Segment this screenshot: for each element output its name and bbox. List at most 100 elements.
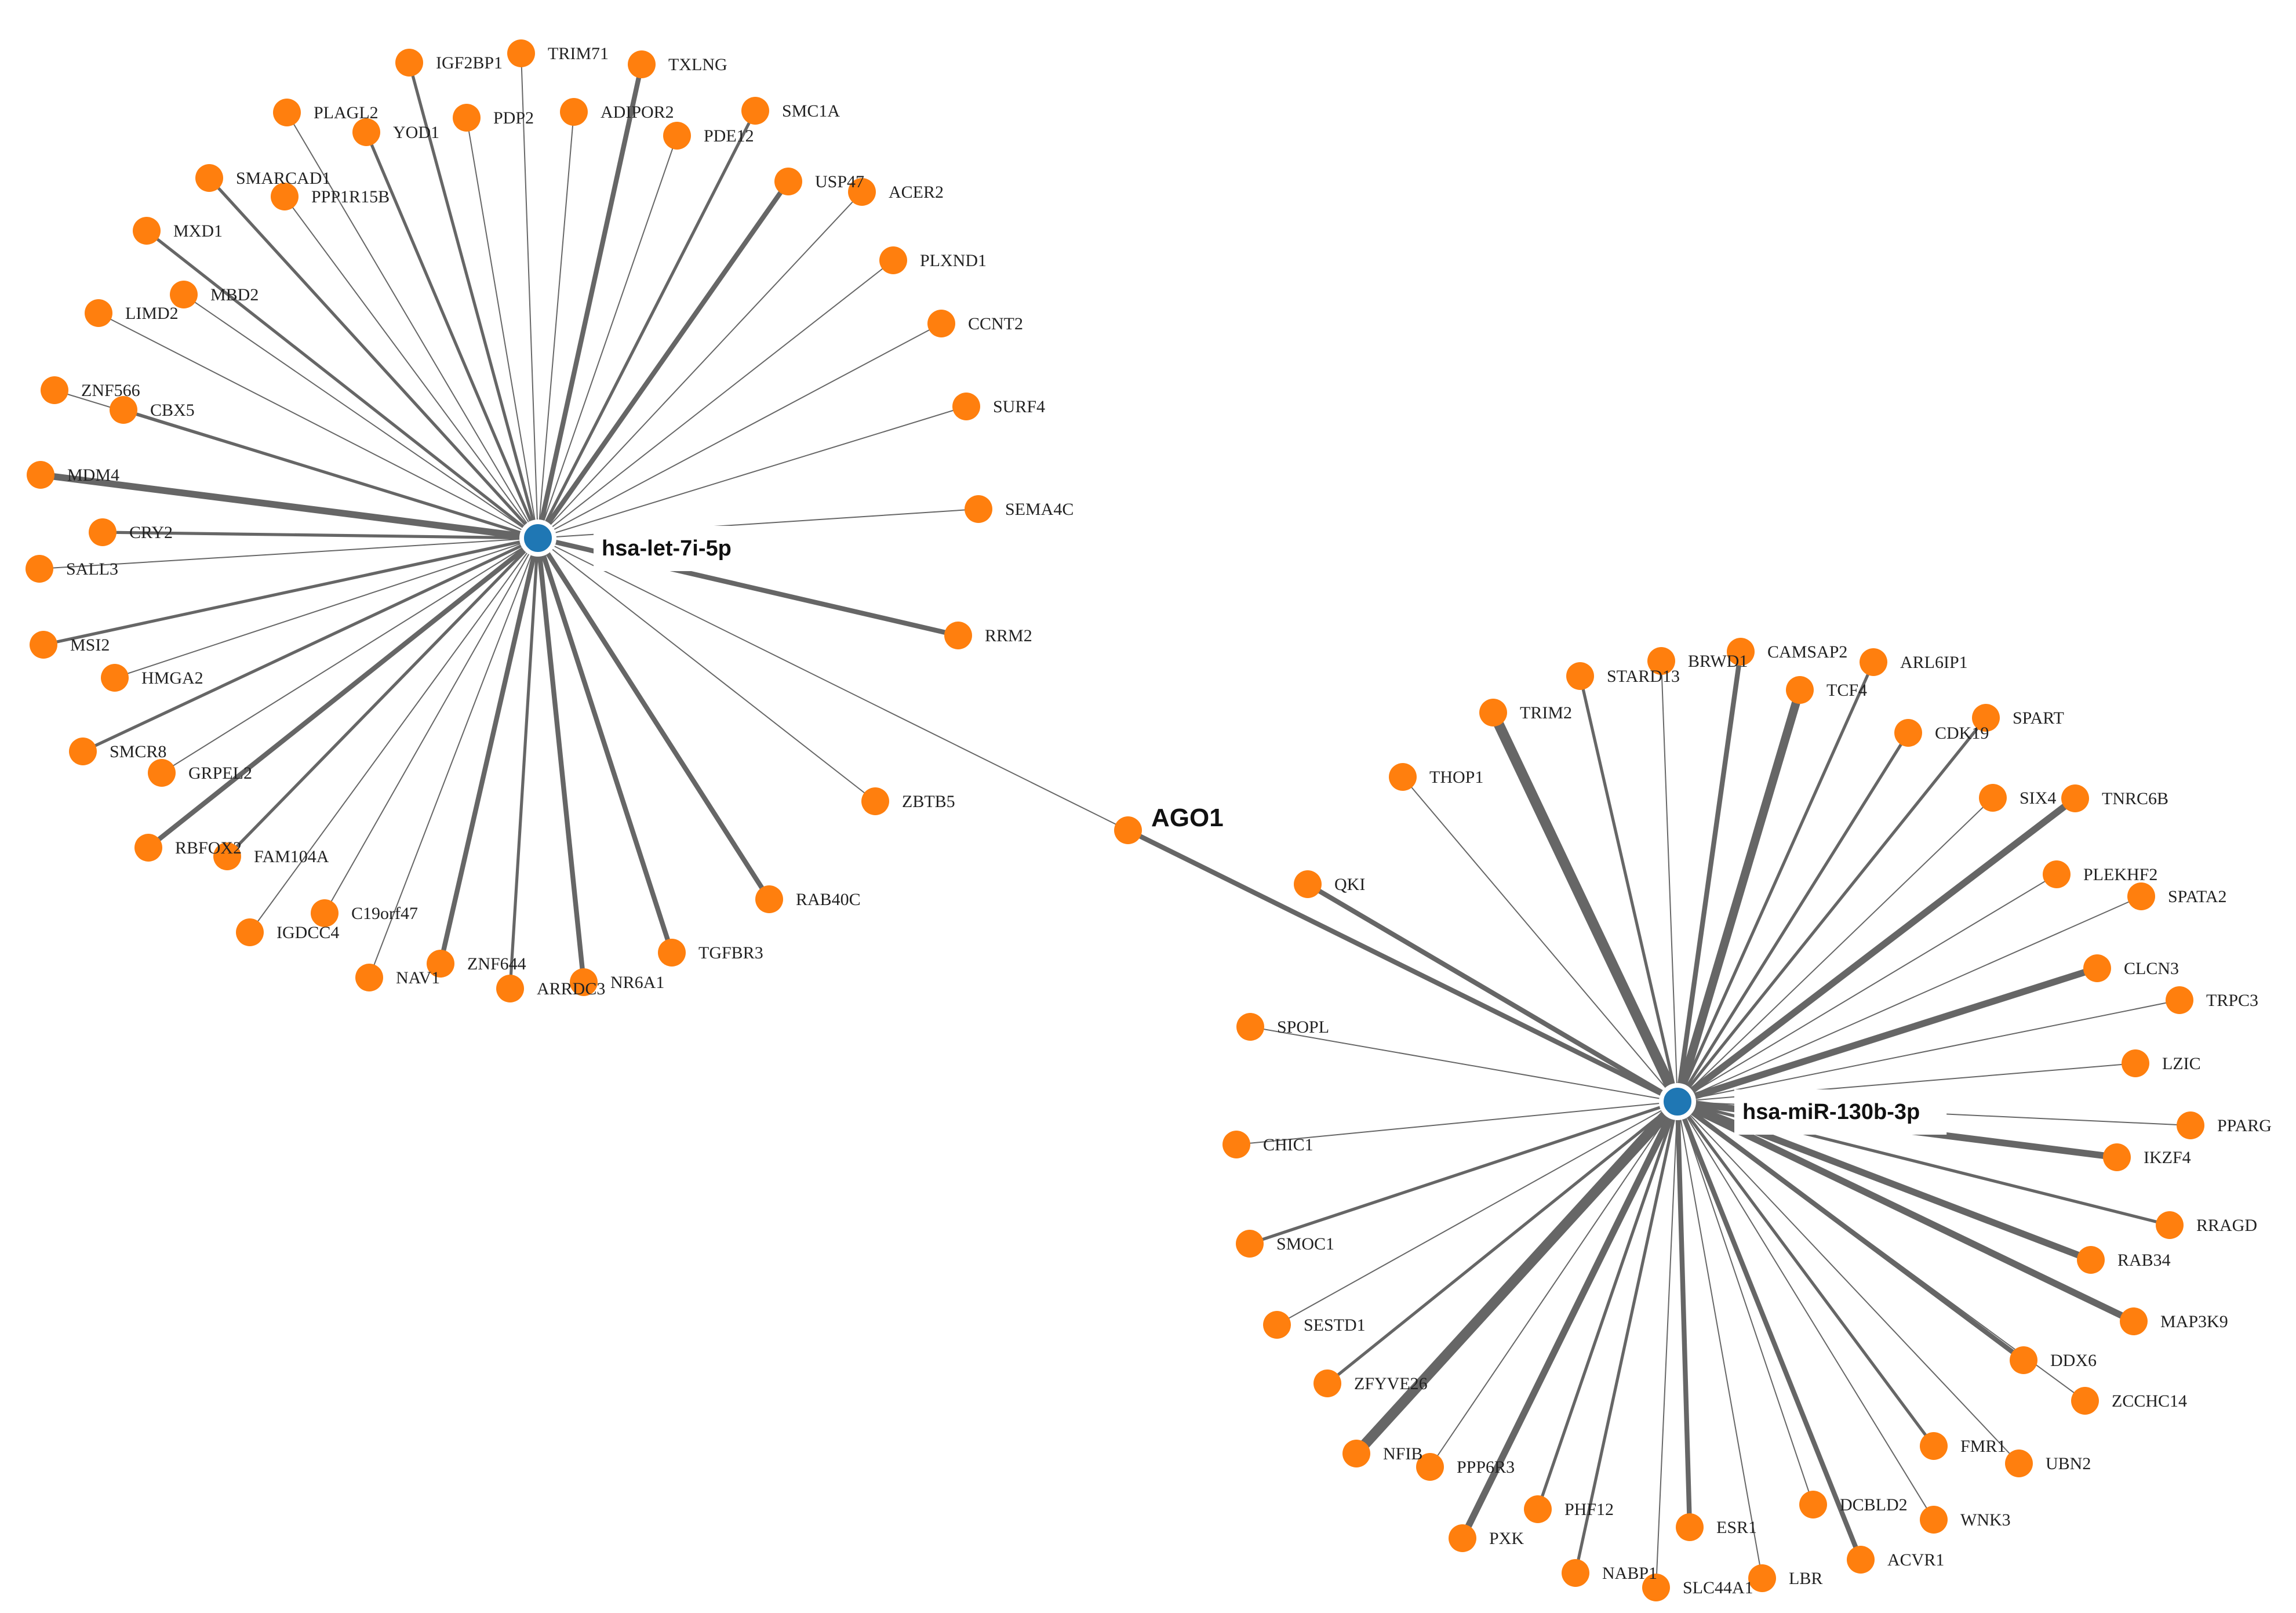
gene-node-igdcc4[interactable] bbox=[236, 918, 264, 946]
mirna-node-let7i[interactable] bbox=[519, 519, 556, 557]
gene-node-mbd2[interactable] bbox=[170, 281, 198, 308]
gene-node-pparg[interactable] bbox=[2177, 1111, 2204, 1139]
gene-node-ddx6[interactable] bbox=[2010, 1346, 2037, 1374]
gene-node-sall3[interactable] bbox=[26, 555, 53, 583]
gene-node-lzic[interactable] bbox=[2122, 1049, 2149, 1077]
edge-let7i-mdm4 bbox=[37, 471, 541, 542]
gene-label: SMCR8 bbox=[110, 742, 166, 761]
gene-node-pde12[interactable] bbox=[663, 122, 691, 150]
edge-let7i-ago1 bbox=[537, 537, 1129, 831]
gene-label: CLCN3 bbox=[2124, 959, 2179, 978]
gene-node-rragd[interactable] bbox=[2156, 1211, 2184, 1239]
gene-node-lbr[interactable] bbox=[1748, 1564, 1776, 1592]
gene-node-nav1[interactable] bbox=[355, 964, 383, 991]
gene-node-mxd1[interactable] bbox=[133, 217, 161, 245]
edges-layer bbox=[37, 53, 2191, 1588]
gene-node-chic1[interactable] bbox=[1222, 1131, 1250, 1158]
gene-node-zfyve26[interactable] bbox=[1313, 1369, 1341, 1397]
gene-node-mdm4[interactable] bbox=[27, 461, 54, 489]
gene-node-ppp1r15b[interactable] bbox=[271, 183, 299, 210]
gene-node-acvr1[interactable] bbox=[1847, 1546, 1875, 1574]
gene-node-plxnd1[interactable] bbox=[879, 246, 907, 274]
gene-node-smarcad1[interactable] bbox=[195, 164, 223, 192]
gene-node-rab34[interactable] bbox=[2077, 1246, 2105, 1274]
gene-node-pdp2[interactable] bbox=[453, 104, 481, 132]
gene-node-tcf4[interactable] bbox=[1786, 676, 1814, 704]
gene-node-slc44a1[interactable] bbox=[1642, 1574, 1670, 1601]
edge-let7i-surf4 bbox=[537, 406, 967, 539]
gene-node-qki[interactable] bbox=[1294, 870, 1322, 898]
gene-node-tgfbr3[interactable] bbox=[658, 939, 686, 967]
protein-node-ago1[interactable] bbox=[1114, 816, 1142, 844]
gene-node-usp47[interactable] bbox=[774, 168, 802, 195]
gene-node-sestd1[interactable] bbox=[1263, 1311, 1291, 1339]
gene-node-esr1[interactable] bbox=[1676, 1513, 1704, 1541]
gene-node-znf566[interactable] bbox=[41, 376, 68, 404]
edge-let7i-rab40c bbox=[535, 535, 772, 902]
gene-node-rab40c[interactable] bbox=[755, 885, 783, 913]
gene-node-map3k9[interactable] bbox=[2120, 1307, 2148, 1335]
gene-node-nfib[interactable] bbox=[1342, 1440, 1370, 1467]
gene-node-trpc3[interactable] bbox=[2166, 986, 2193, 1014]
gene-node-spart[interactable] bbox=[1972, 704, 2000, 732]
gene-node-tnrc6b[interactable] bbox=[2061, 784, 2089, 812]
gene-node-fmr1[interactable] bbox=[1920, 1432, 1948, 1460]
gene-label: CCNT2 bbox=[968, 314, 1023, 333]
gene-node-smoc1[interactable] bbox=[1236, 1230, 1264, 1258]
gene-node-nr6a1[interactable] bbox=[570, 968, 598, 996]
gene-node-smcr8[interactable] bbox=[69, 738, 97, 765]
gene-node-plekhf2[interactable] bbox=[2043, 860, 2071, 888]
gene-node-arrdc3[interactable] bbox=[496, 975, 524, 1002]
gene-node-spata2[interactable] bbox=[2127, 882, 2155, 910]
gene-node-ikzf4[interactable] bbox=[2103, 1143, 2131, 1171]
gene-node-cdk19[interactable] bbox=[1894, 719, 1922, 747]
gene-node-ppp6r3[interactable] bbox=[1416, 1453, 1444, 1481]
gene-node-msi2[interactable] bbox=[30, 631, 57, 659]
gene-node-surf4[interactable] bbox=[952, 393, 980, 420]
gene-node-limd2[interactable] bbox=[85, 299, 112, 327]
gene-node-rrm2[interactable] bbox=[944, 622, 972, 649]
edge-let7i-arrdc3 bbox=[508, 536, 540, 990]
gene-node-zbtb5[interactable] bbox=[861, 787, 889, 815]
gene-node-ubn2[interactable] bbox=[2005, 1449, 2033, 1477]
gene-node-phf12[interactable] bbox=[1524, 1495, 1552, 1523]
mirna-node-mir130b[interactable] bbox=[1659, 1083, 1696, 1120]
gene-node-ccnt2[interactable] bbox=[927, 310, 955, 337]
gene-node-znf644[interactable] bbox=[427, 950, 454, 978]
gene-node-zcchc14[interactable] bbox=[2071, 1387, 2099, 1415]
gene-node-sema4c[interactable] bbox=[965, 495, 992, 523]
gene-label: SPART bbox=[2013, 709, 2064, 728]
gene-node-nabp1[interactable] bbox=[1562, 1559, 1589, 1587]
gene-node-thop1[interactable] bbox=[1389, 763, 1417, 791]
gene-node-clcn3[interactable] bbox=[2083, 954, 2111, 982]
gene-node-cry2[interactable] bbox=[89, 518, 117, 546]
gene-node-spopl[interactable] bbox=[1236, 1013, 1264, 1041]
gene-node-txlng[interactable] bbox=[628, 50, 656, 78]
gene-node-fam104a[interactable] bbox=[213, 842, 241, 870]
gene-node-adipor2[interactable] bbox=[560, 98, 588, 126]
gene-node-c19orf47[interactable] bbox=[311, 899, 339, 927]
gene-node-igf2bp1[interactable] bbox=[395, 49, 423, 77]
gene-node-stard13[interactable] bbox=[1566, 662, 1594, 690]
gene-node-cbx5[interactable] bbox=[110, 396, 137, 424]
gene-node-brwd1[interactable] bbox=[1647, 647, 1675, 675]
edge-let7i-mxd1 bbox=[145, 229, 540, 540]
edge-mir130b-camsap2 bbox=[1675, 649, 1744, 1105]
gene-node-dcbld2[interactable] bbox=[1799, 1491, 1827, 1518]
gene-node-hmga2[interactable] bbox=[101, 664, 129, 692]
gene-node-plagl2[interactable] bbox=[273, 99, 301, 126]
gene-node-pxk[interactable] bbox=[1449, 1524, 1476, 1552]
gene-node-camsap2[interactable] bbox=[1727, 638, 1755, 666]
gene-label: TRPC3 bbox=[2206, 991, 2258, 1010]
gene-node-wnk3[interactable] bbox=[1920, 1506, 1948, 1534]
gene-node-arl6ip1[interactable] bbox=[1860, 648, 1887, 676]
gene-node-smc1a[interactable] bbox=[741, 97, 769, 125]
gene-node-acer2[interactable] bbox=[848, 178, 876, 206]
edge-mir130b-slc44a1 bbox=[1655, 1101, 1678, 1588]
gene-node-rbfox2[interactable] bbox=[134, 834, 162, 862]
gene-node-six4[interactable] bbox=[1979, 784, 2007, 812]
gene-node-grpel2[interactable] bbox=[148, 759, 176, 787]
gene-node-trim71[interactable] bbox=[507, 39, 535, 67]
gene-node-yod1[interactable] bbox=[352, 118, 380, 146]
gene-node-trim2[interactable] bbox=[1479, 699, 1507, 726]
